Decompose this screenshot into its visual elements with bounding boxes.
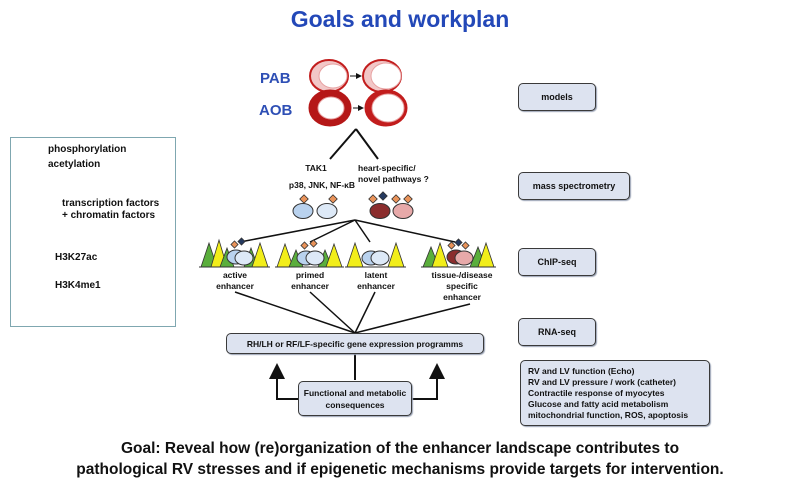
tak1-factors xyxy=(292,194,338,219)
aob-label: AOB xyxy=(259,102,293,119)
legend-h3k4me1: H3K4me1 xyxy=(55,280,101,291)
legend-box xyxy=(10,137,176,327)
gene-expression-programs-box: RH/LH or RF/LF-specific gene expression … xyxy=(226,333,484,354)
tissue-specific-enhancer-peaks xyxy=(421,238,496,268)
readouts-box: RV and LV function (Echo) RV and LV pres… xyxy=(520,360,710,426)
readout-item: Glucose and fatty acid metabolism xyxy=(528,399,669,409)
readout-item: RV and LV pressure / work (catheter) xyxy=(528,377,677,387)
mass-spectrometry-box: mass spectrometry xyxy=(518,172,630,200)
feedback-arrow-right xyxy=(412,363,445,400)
novel-pathway-label: heart-specific/ novel pathways ? xyxy=(358,163,429,184)
legend-acetylation: acetylation xyxy=(48,159,101,170)
novel-pathway-factors xyxy=(368,191,414,219)
latent-enhancer-peaks xyxy=(345,241,406,268)
enhancer-label-primed: primed enhancer xyxy=(291,270,329,291)
legend-factors: transcription factors + chromatin factor… xyxy=(62,198,160,221)
enhancer-label-active: active enhancer xyxy=(216,270,254,291)
enhancer-label-latent: latent enhancer xyxy=(357,270,395,291)
enhancer-label-tissue-specific: tissue-/disease specific enhancer xyxy=(431,270,493,302)
models-box: models xyxy=(518,83,596,111)
consequences-box: Functional and metabolic consequences xyxy=(298,381,412,416)
readout-item: Contractile response of myocytes xyxy=(528,388,665,398)
mapk-label: p38, JNK, NF-κB xyxy=(288,180,356,190)
aob-vessel-before xyxy=(308,89,352,127)
tak1-label: TAK1 xyxy=(305,163,327,173)
pab-label: PAB xyxy=(260,70,291,87)
feedback-arrow-left xyxy=(269,363,298,400)
pab-vessel-before xyxy=(309,59,349,93)
active-enhancer-peaks xyxy=(199,237,270,268)
readout-item: RV and LV function (Echo) xyxy=(528,366,635,376)
page-title: Goals and workplan xyxy=(290,6,510,32)
chip-seq-box: ChIP-seq xyxy=(518,248,596,276)
legend-h3k27ac: H3K27ac xyxy=(55,252,98,263)
primed-enhancer-peaks xyxy=(275,239,344,268)
rna-seq-box: RNA-seq xyxy=(518,318,596,346)
pab-vessel-after xyxy=(362,59,402,93)
goal-statement: Goal: Reveal how (re)organization of the… xyxy=(76,440,724,478)
aob-vessel-after xyxy=(364,89,408,127)
readout-item: mitochondrial function, ROS, apoptosis xyxy=(528,410,689,420)
legend-phosphorylation: phosphorylation xyxy=(48,144,127,155)
